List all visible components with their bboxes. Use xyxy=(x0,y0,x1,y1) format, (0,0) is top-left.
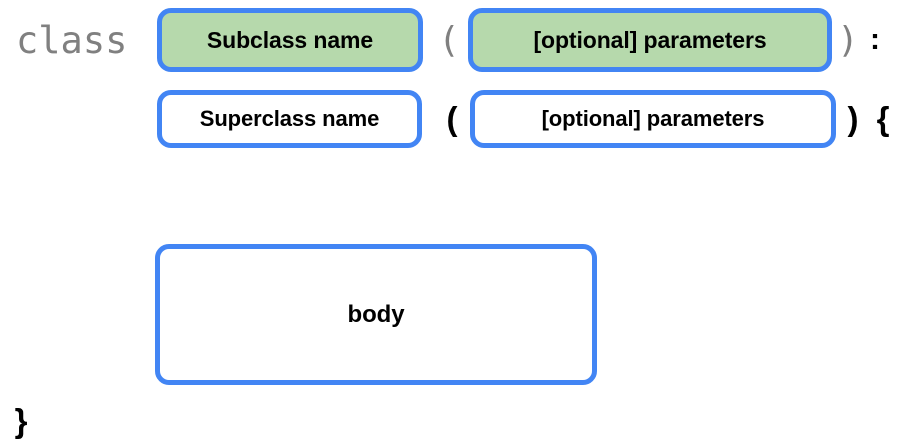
superclass-parameters-slot[interactable]: [optional] parameters xyxy=(470,90,836,148)
closing-brace: } xyxy=(14,402,28,439)
class-keyword: class xyxy=(16,18,128,62)
row2-open-brace: { xyxy=(876,100,890,137)
row1-close-paren: ) xyxy=(837,19,859,61)
superclass-name-slot[interactable]: Superclass name xyxy=(157,90,422,148)
row2-open-paren: ( xyxy=(446,100,458,137)
row1-open-paren: ( xyxy=(438,19,460,61)
subclass-parameters-slot[interactable]: [optional] parameters xyxy=(468,8,832,72)
body-slot[interactable]: body xyxy=(155,244,597,385)
subclass-name-slot[interactable]: Subclass name xyxy=(157,8,423,72)
row1-colon: : xyxy=(870,23,880,56)
row2-close-paren: ) xyxy=(847,100,859,137)
